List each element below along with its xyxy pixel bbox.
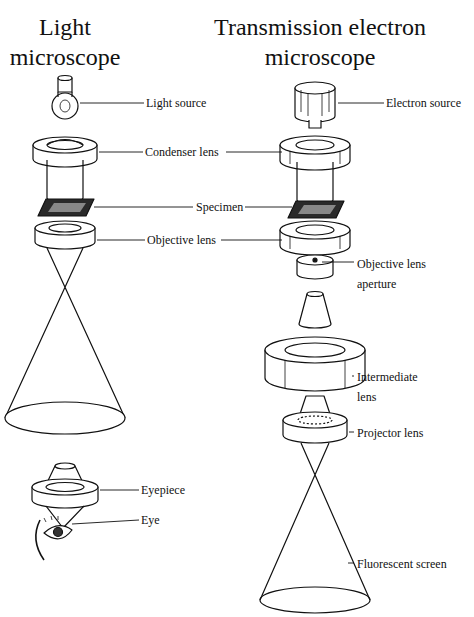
tem-specimen <box>288 201 344 218</box>
fluorescent-screen-disc <box>260 587 370 613</box>
light-image-plane <box>5 402 125 434</box>
light-specimen <box>38 199 94 216</box>
part-label: Eyepiece <box>141 482 221 498</box>
part-label: Objective lens <box>147 232 225 248</box>
part-label: Electron source <box>386 95 474 111</box>
electron-gun <box>295 82 335 128</box>
part-label: Light source <box>146 95 256 111</box>
part-label: Specimen <box>196 199 256 215</box>
column-heading: Light microscope <box>4 12 126 72</box>
part-label: Fluorescent screen <box>357 554 447 574</box>
tem-projector-lens <box>283 412 347 443</box>
part-label: Eye <box>141 512 201 528</box>
leader-lines <box>72 103 384 563</box>
light-tube <box>47 160 83 202</box>
light-source-lamp <box>52 76 78 120</box>
eyepiece-lens <box>32 479 98 508</box>
column-heading: Transmission electron microscope <box>180 12 460 72</box>
tem-intermediate-lens <box>265 337 365 391</box>
part-label: Objective lens aperture <box>357 254 457 294</box>
light-objective-lens <box>35 221 95 249</box>
objective-aperture <box>297 255 333 279</box>
tem-objective-lens <box>280 221 350 255</box>
tem-condenser-lens <box>280 136 350 170</box>
tem-intermediate-cone <box>299 292 331 329</box>
part-label: Projector lens <box>357 423 429 443</box>
tem-projector-cone <box>300 396 330 414</box>
electron-ray-cone <box>260 443 370 600</box>
eye-ray-lines <box>46 506 84 528</box>
tem-column <box>297 162 333 204</box>
light-ray-cone <box>5 248 125 418</box>
part-label: Intermediate lens <box>357 367 437 407</box>
eye-drawing <box>36 516 72 560</box>
part-label: Condenser lens <box>145 144 229 160</box>
light-condenser-lens <box>33 137 97 167</box>
